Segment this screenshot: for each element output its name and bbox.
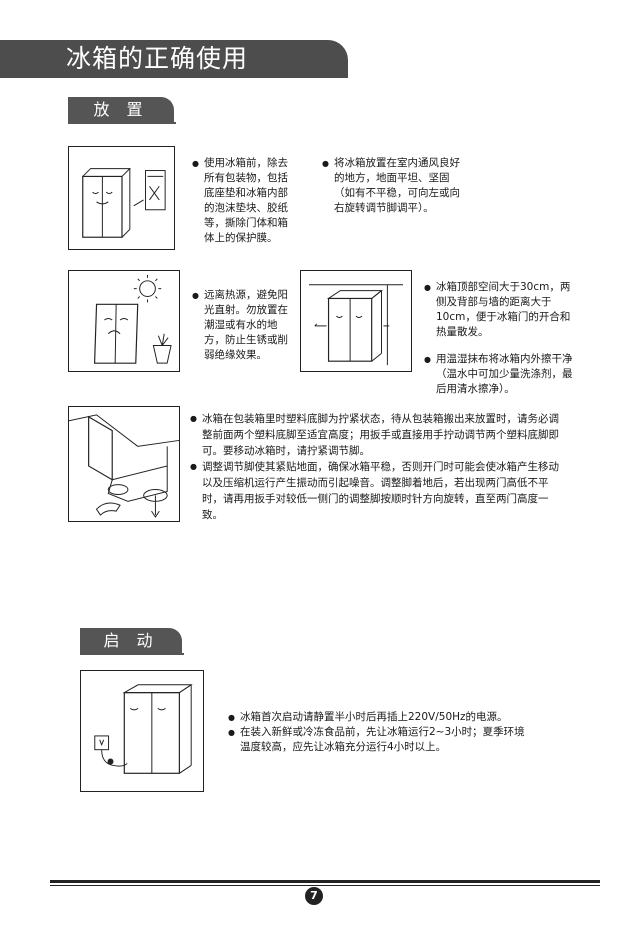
footer-rule-thin — [50, 885, 600, 886]
figure-heat-source — [68, 270, 180, 372]
list-item: 将冰箱放置在室内通风良好的地方，地面平坦、坚固（如有不平稳，可向左或向右旋转调节… — [322, 156, 464, 216]
figure-clearance — [300, 270, 412, 372]
footer-rule — [50, 880, 600, 883]
figure-unpacking — [68, 146, 175, 250]
block3-text: 冰箱在包装箱里时塑料底脚为拧紧状态，待从包装箱搬出来放置时，请务必调整前面两个塑… — [190, 411, 568, 523]
list-item: 使用冰箱前，除去所有包装物，包括底座垫和冰箱内部的泡沫垫块、胶纸等，撕除门体和箱… — [192, 156, 298, 246]
block1-right-text: 将冰箱放置在室内通风良好的地方，地面平坦、坚固（如有不平稳，可向左或向右旋转调节… — [322, 156, 464, 216]
fridge-clearance-illustration — [308, 284, 404, 366]
section-divider — [80, 653, 184, 655]
adjust-feet-illustration — [69, 414, 179, 518]
figure-power-plug — [80, 670, 204, 792]
fridge-sun-illustration — [93, 274, 172, 364]
figure-adjust-feet — [68, 406, 180, 522]
list-item: 在装入新鲜或冷冻食品前，先让冰箱运行2~3小时；夏季环境温度较高，应先让冰箱充分… — [228, 725, 528, 755]
block4-text: 冰箱首次启动请静置半小时后再插上220V/50Hz的电源。 在装入新鲜或冷冻食品… — [228, 710, 528, 755]
block2-right-text: 冰箱顶部空间大于30cm，两侧及背部与墙的距离大于10cm，便于冰箱门的开合和热… — [424, 280, 576, 397]
page-title: 冰箱的正确使用 — [0, 40, 348, 78]
list-item: 远离热源，避免阳光直射。勿放置在潮湿或有水的地方，防止生锈或削弱绝缘效果。 — [192, 288, 298, 363]
list-item: 调整调节脚使其紧贴地面，确保冰箱平稳，否则开门时可能会使冰箱产生移动以及压缩机运… — [190, 459, 568, 523]
section-divider — [68, 122, 176, 124]
block1-left-text: 使用冰箱前，除去所有包装物，包括底座垫和冰箱内部的泡沫垫块、胶纸等，撕除门体和箱… — [192, 156, 298, 246]
list-item: 用温湿抹布将冰箱内外擦干净（温水中可加少量洗涤剂，最后用清水擦净）。 — [424, 352, 576, 397]
fridge-plug-illustration — [94, 684, 193, 774]
block2-left-text: 远离热源，避免阳光直射。勿放置在潮湿或有水的地方，防止生锈或削弱绝缘效果。 — [192, 288, 298, 363]
section-tab-startup: 启 动 — [80, 628, 182, 654]
section-tab-placement: 放 置 — [68, 97, 174, 123]
list-item: 冰箱在包装箱里时塑料底脚为拧紧状态，待从包装箱搬出来放置时，请务必调整前面两个塑… — [190, 411, 568, 459]
list-item: 冰箱顶部空间大于30cm，两侧及背部与墙的距离大于10cm，便于冰箱门的开合和热… — [424, 280, 576, 340]
list-item: 冰箱首次启动请静置半小时后再插上220V/50Hz的电源。 — [228, 710, 528, 725]
fridge-unpacking-illustration — [82, 168, 166, 238]
page-number: 7 — [305, 887, 323, 905]
